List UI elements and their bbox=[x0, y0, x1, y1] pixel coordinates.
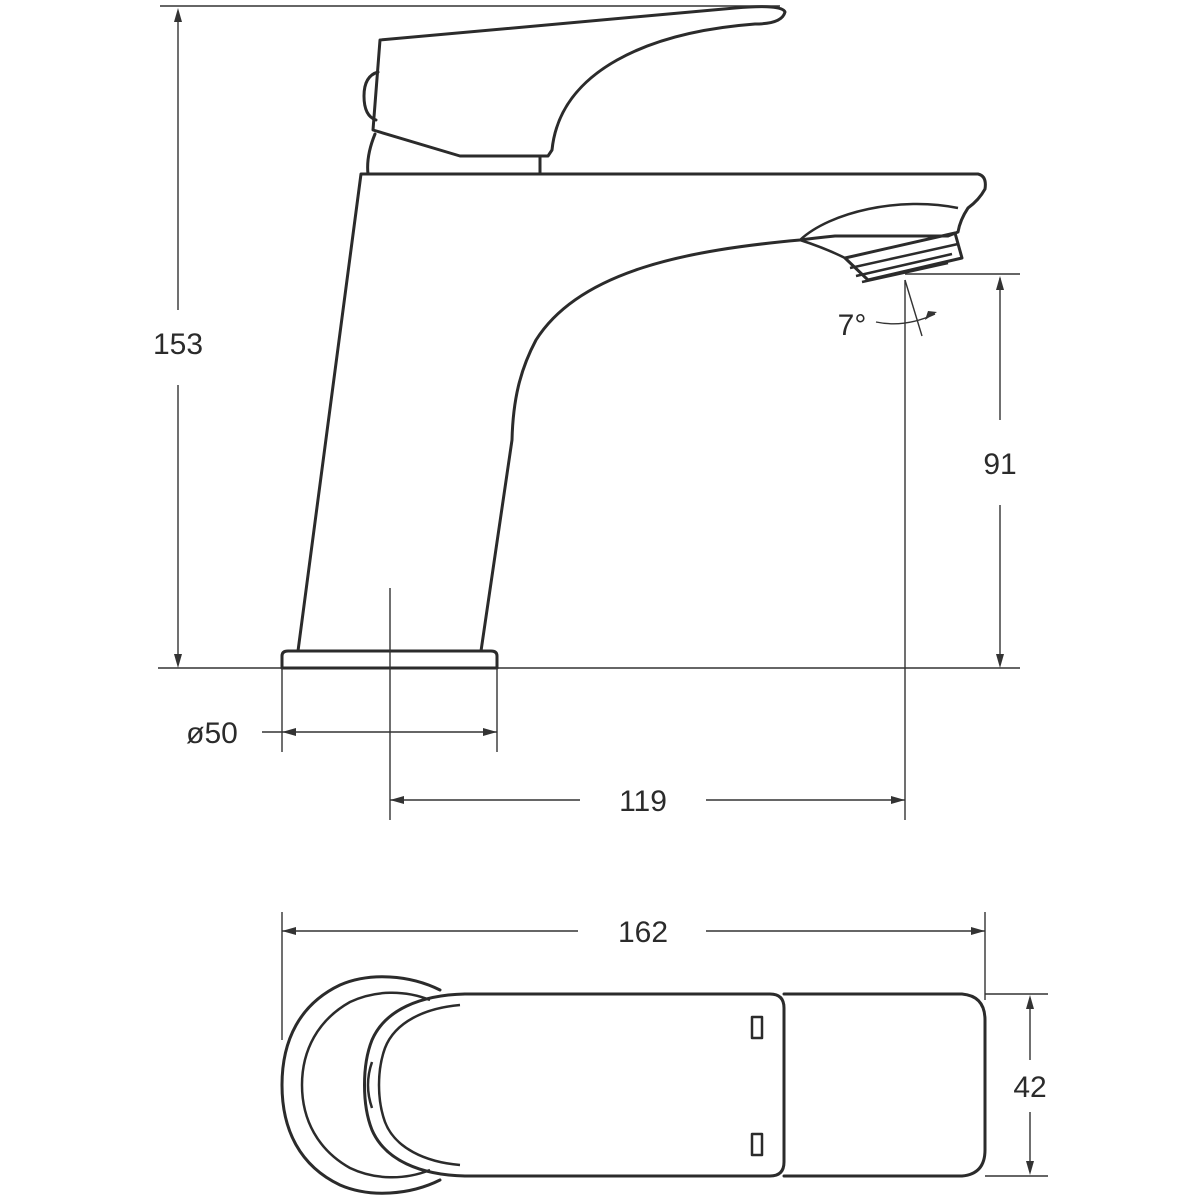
dim-162-arrow-right bbox=[971, 927, 985, 935]
faucet-body bbox=[296, 172, 987, 653]
base-disc-outer bbox=[280, 975, 442, 1195]
dim-91-arrow-top bbox=[996, 276, 1004, 290]
base-disc-inner bbox=[300, 991, 431, 1179]
handle-slot-top bbox=[750, 1015, 764, 1040]
dim-42-arrow-bottom bbox=[1026, 1161, 1034, 1175]
handle-lever bbox=[371, 5, 787, 158]
handle-cap bbox=[363, 992, 467, 1178]
angle-arrow bbox=[925, 311, 937, 320]
handle-top-plate bbox=[463, 992, 786, 1178]
dim-119-arrow-right bbox=[891, 796, 905, 804]
cartridge-neck bbox=[366, 132, 542, 176]
spout-tip-contour bbox=[799, 202, 959, 241]
spout-aerator-neck bbox=[799, 238, 846, 260]
dim-50-arrow-left bbox=[282, 728, 296, 736]
spout-reach-label: 119 bbox=[619, 785, 667, 818]
top-view: 162 42 bbox=[280, 912, 1048, 1195]
base-plate bbox=[280, 649, 499, 670]
dim-50-arrow-right bbox=[483, 728, 497, 736]
aerator-ring-3 bbox=[861, 261, 949, 284]
dim-153-arrow-top bbox=[174, 8, 182, 22]
handle-cap-inner bbox=[377, 1003, 461, 1167]
base-diameter-label: ø50 bbox=[186, 717, 238, 750]
dim-42-arrow-top bbox=[1026, 995, 1034, 1009]
height-total-label: 153 bbox=[153, 328, 203, 361]
aerator-ring-1 bbox=[849, 242, 959, 270]
side-view: 153 91 7° ø50 119 bbox=[153, 5, 1020, 820]
spout-angle-line bbox=[904, 279, 923, 337]
spout-angle-label: 7° bbox=[838, 309, 867, 342]
top-width-label: 42 bbox=[1013, 1071, 1046, 1104]
aerator-ring-2 bbox=[855, 252, 953, 278]
dim-162-arrow-left bbox=[282, 927, 296, 935]
handle-slot-bottom bbox=[750, 1132, 764, 1157]
handle-knob bbox=[362, 70, 380, 122]
dim-153-arrow-bottom bbox=[174, 654, 182, 668]
handle-knob-top bbox=[366, 1061, 374, 1109]
top-length-label: 162 bbox=[618, 916, 668, 949]
spout-top-plate bbox=[782, 992, 987, 1178]
dim-91-arrow-bottom bbox=[996, 654, 1004, 668]
dim-119-arrow-left bbox=[390, 796, 404, 804]
spout-height-label: 91 bbox=[983, 448, 1016, 481]
aerator bbox=[843, 231, 964, 282]
